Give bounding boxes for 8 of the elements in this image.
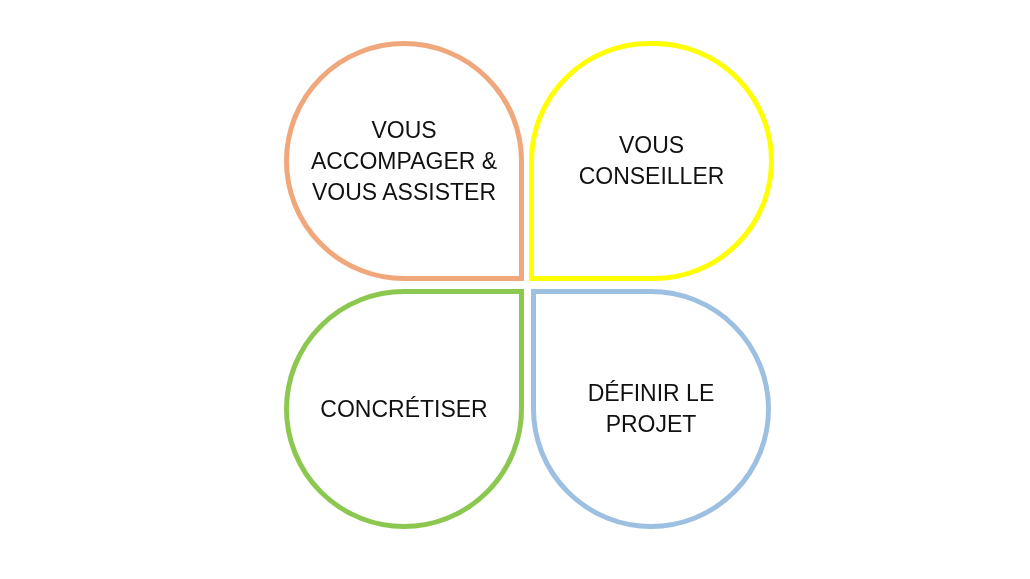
petal-label: CONCRÉTISER	[320, 394, 488, 424]
petal-shape	[284, 289, 524, 529]
petal-shape	[529, 41, 774, 281]
petal-label: DÉFINIR LE PROJET	[586, 379, 716, 439]
petal-shape	[531, 289, 771, 529]
petal-label: VOUS ACCOMPAGER & VOUS ASSISTER	[309, 115, 499, 207]
petal-label: VOUS CONSEILLER	[577, 131, 726, 191]
petal-shape	[284, 41, 524, 281]
